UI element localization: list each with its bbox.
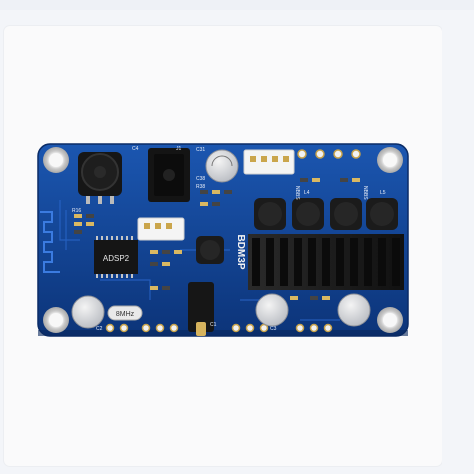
ref-nbbs-2: NBBS <box>362 186 368 200</box>
inductor-2 <box>292 198 324 230</box>
inductor-4 <box>366 198 398 230</box>
crystal-label: 8MHz <box>116 311 135 318</box>
mounting-hole-bottom-left <box>43 307 69 333</box>
dc-power-jack <box>148 148 190 202</box>
capacitor-bottom-middle <box>255 293 289 327</box>
ref-l4: L4 <box>304 190 310 196</box>
ref-nbbs-1: NBBS <box>294 186 300 200</box>
antenna-trace <box>40 211 60 273</box>
module-label: BDM3P <box>235 234 246 269</box>
speaker-connector-top <box>243 149 295 175</box>
inductor-small <box>196 236 224 264</box>
ref-c1: C1 <box>210 322 217 328</box>
chip-label: ADSP2 <box>103 254 130 263</box>
dsp-chip <box>94 236 138 278</box>
ref-c38: C38 <box>196 176 205 182</box>
capacitor-c31 <box>205 149 239 183</box>
capacitor-bottom-left <box>71 295 105 329</box>
mounting-hole-bottom-right <box>377 307 403 333</box>
ref-j1: J1 <box>176 146 182 152</box>
smd-components <box>74 178 360 300</box>
ref-c2: C2 <box>96 326 103 332</box>
ref-c31: C31 <box>196 147 205 153</box>
mounting-hole-top-left <box>43 147 69 173</box>
ref-c4: C4 <box>132 146 139 152</box>
heatsink <box>248 234 404 290</box>
audio-jack <box>188 282 214 336</box>
bottom-pin-pads <box>105 323 333 333</box>
top-pin-pads <box>297 149 361 159</box>
inductor-3 <box>330 198 362 230</box>
ref-r38: R38 <box>196 184 205 190</box>
right-margin <box>442 10 474 474</box>
mounting-hole-top-right <box>377 147 403 173</box>
ref-r16: R16 <box>72 208 81 214</box>
crystal-oscillator <box>107 305 143 321</box>
inductor-1 <box>254 198 286 230</box>
top-bar <box>0 0 474 10</box>
audio-connector-middle <box>137 217 185 241</box>
capacitor-bottom-right <box>337 293 371 327</box>
ref-l5: L5 <box>380 190 386 196</box>
potentiometer <box>78 152 122 204</box>
ref-c3: C3 <box>270 326 277 332</box>
